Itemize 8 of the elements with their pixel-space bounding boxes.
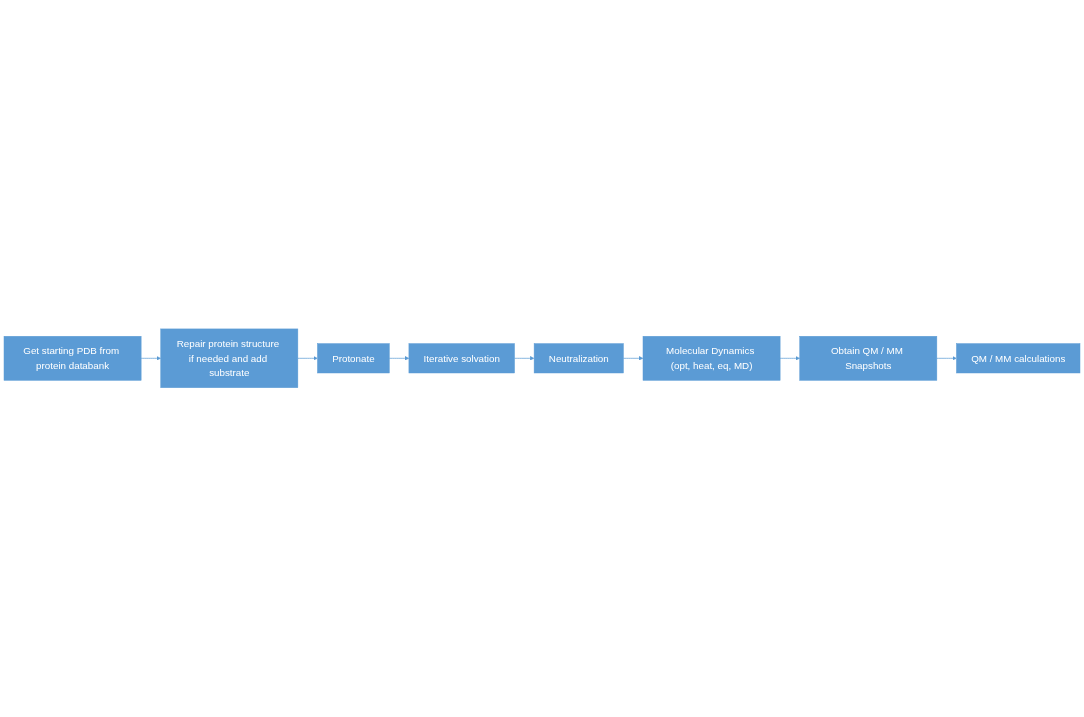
node-box: Get starting PDB from protein databank — [3, 336, 142, 381]
node-box: Protonate — [317, 343, 390, 374]
node-box: Iterative solvation — [408, 343, 515, 374]
node-box: Molecular Dynamics (opt, heat, eq, MD) — [642, 336, 781, 381]
node-box: QM / MM calculations — [956, 343, 1081, 374]
node-box: Neutralization — [533, 343, 624, 374]
node-box: Repair protein structure if needed and add substrate — [160, 328, 299, 389]
node-box: Obtain QM / MM Snapshots — [799, 336, 938, 381]
